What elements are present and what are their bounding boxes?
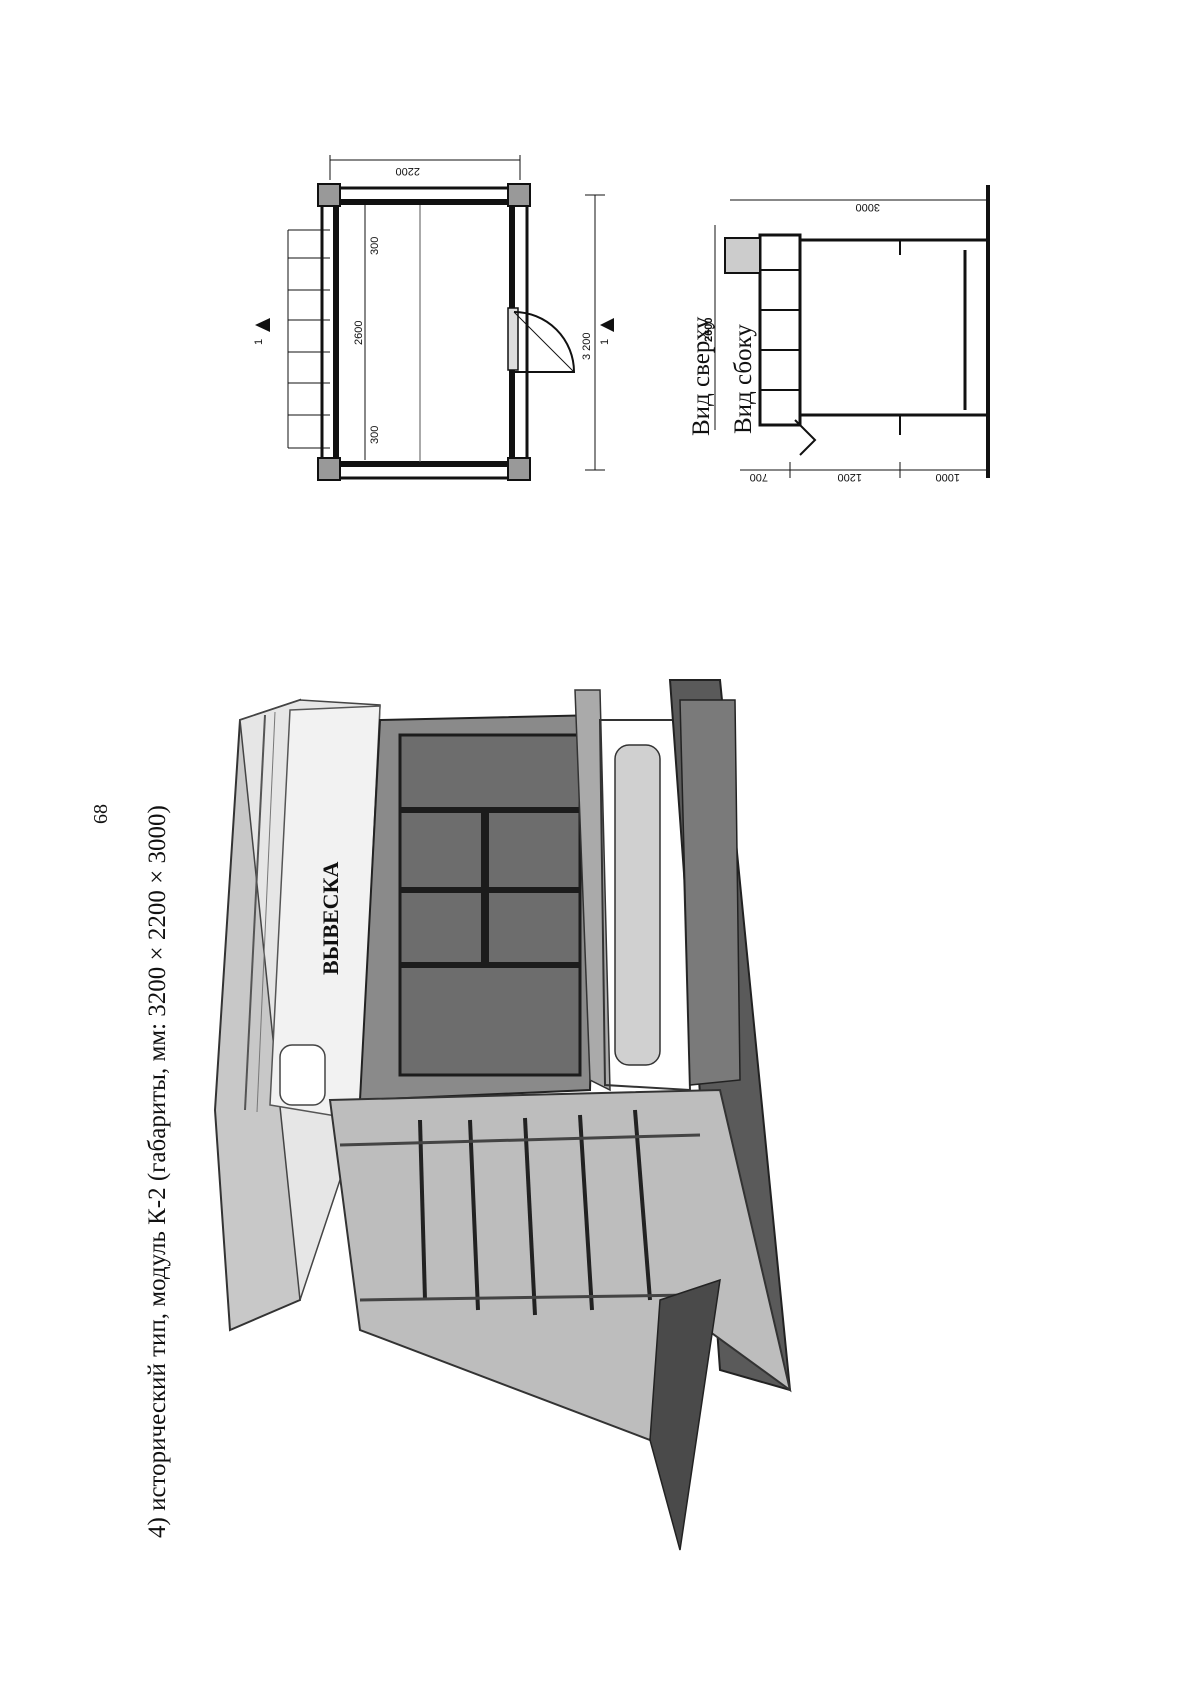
dim-top-segment: 700 bbox=[750, 471, 768, 483]
section-arrow-icon bbox=[600, 318, 614, 332]
top-view-dimensions bbox=[287, 155, 605, 471]
dim-inner-length: 2600 bbox=[353, 321, 365, 345]
dim-width: 2600 bbox=[703, 318, 715, 342]
dim-overall-length: 3 200 bbox=[581, 332, 593, 360]
dim-bottom-segment: 1000 bbox=[936, 471, 960, 483]
section-arrow-icon bbox=[255, 318, 270, 332]
dim-middle-segment: 1200 bbox=[838, 471, 862, 483]
kiosk-render-body bbox=[213, 679, 792, 1551]
dim-end-right: 300 bbox=[369, 237, 381, 255]
dim-end-left: 300 bbox=[369, 426, 381, 444]
side-view-structure bbox=[724, 185, 990, 478]
dim-height-total: 3000 bbox=[856, 201, 880, 213]
sign-text: ВЫВЕСКА bbox=[318, 862, 343, 975]
dim-depth: 2200 bbox=[396, 165, 420, 177]
side-view-dimensions bbox=[714, 199, 988, 478]
section-mark-left: 1 bbox=[253, 339, 265, 345]
section-mark-right: 1 bbox=[599, 339, 611, 345]
